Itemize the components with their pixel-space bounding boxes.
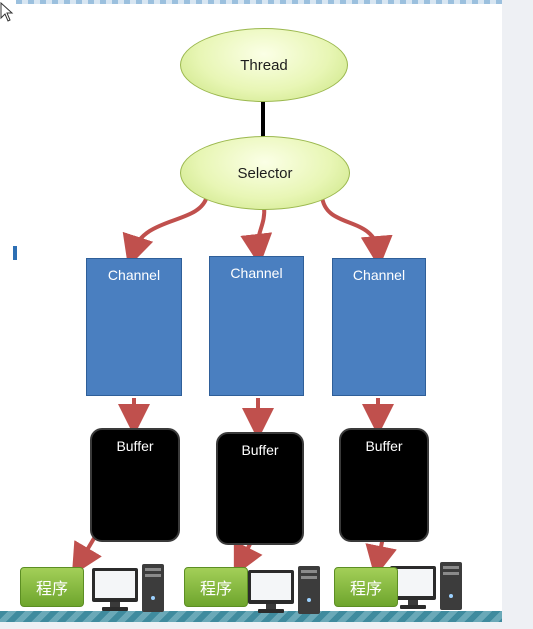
mouse-pointer-icon [0, 2, 14, 22]
window-background-strip [502, 0, 533, 629]
channel-box: Channel [332, 258, 426, 396]
buffer-box: Buffer [339, 428, 429, 542]
channel-box: Channel [86, 258, 182, 396]
buffer-box: Buffer [90, 428, 180, 542]
slide-top-border [16, 0, 502, 4]
program-label: 程序 [334, 567, 398, 607]
buffer-box: Buffer [216, 432, 304, 545]
program-label: 程序 [20, 567, 84, 607]
selector-channel-2-arrow [240, 205, 273, 266]
channel-box: Channel [209, 256, 304, 396]
selector-channel-3-arrow [320, 195, 393, 268]
program-label: 程序 [184, 567, 248, 607]
slide-bottom-border [0, 611, 502, 622]
slide-left-mark [13, 246, 17, 260]
selector-channel-1-arrow [122, 195, 209, 268]
desktop-computer-icon [390, 562, 462, 610]
thread-node: Thread [180, 28, 348, 102]
desktop-computer-icon [92, 564, 164, 612]
selector-node: Selector [180, 136, 350, 210]
desktop-computer-icon [248, 566, 320, 614]
